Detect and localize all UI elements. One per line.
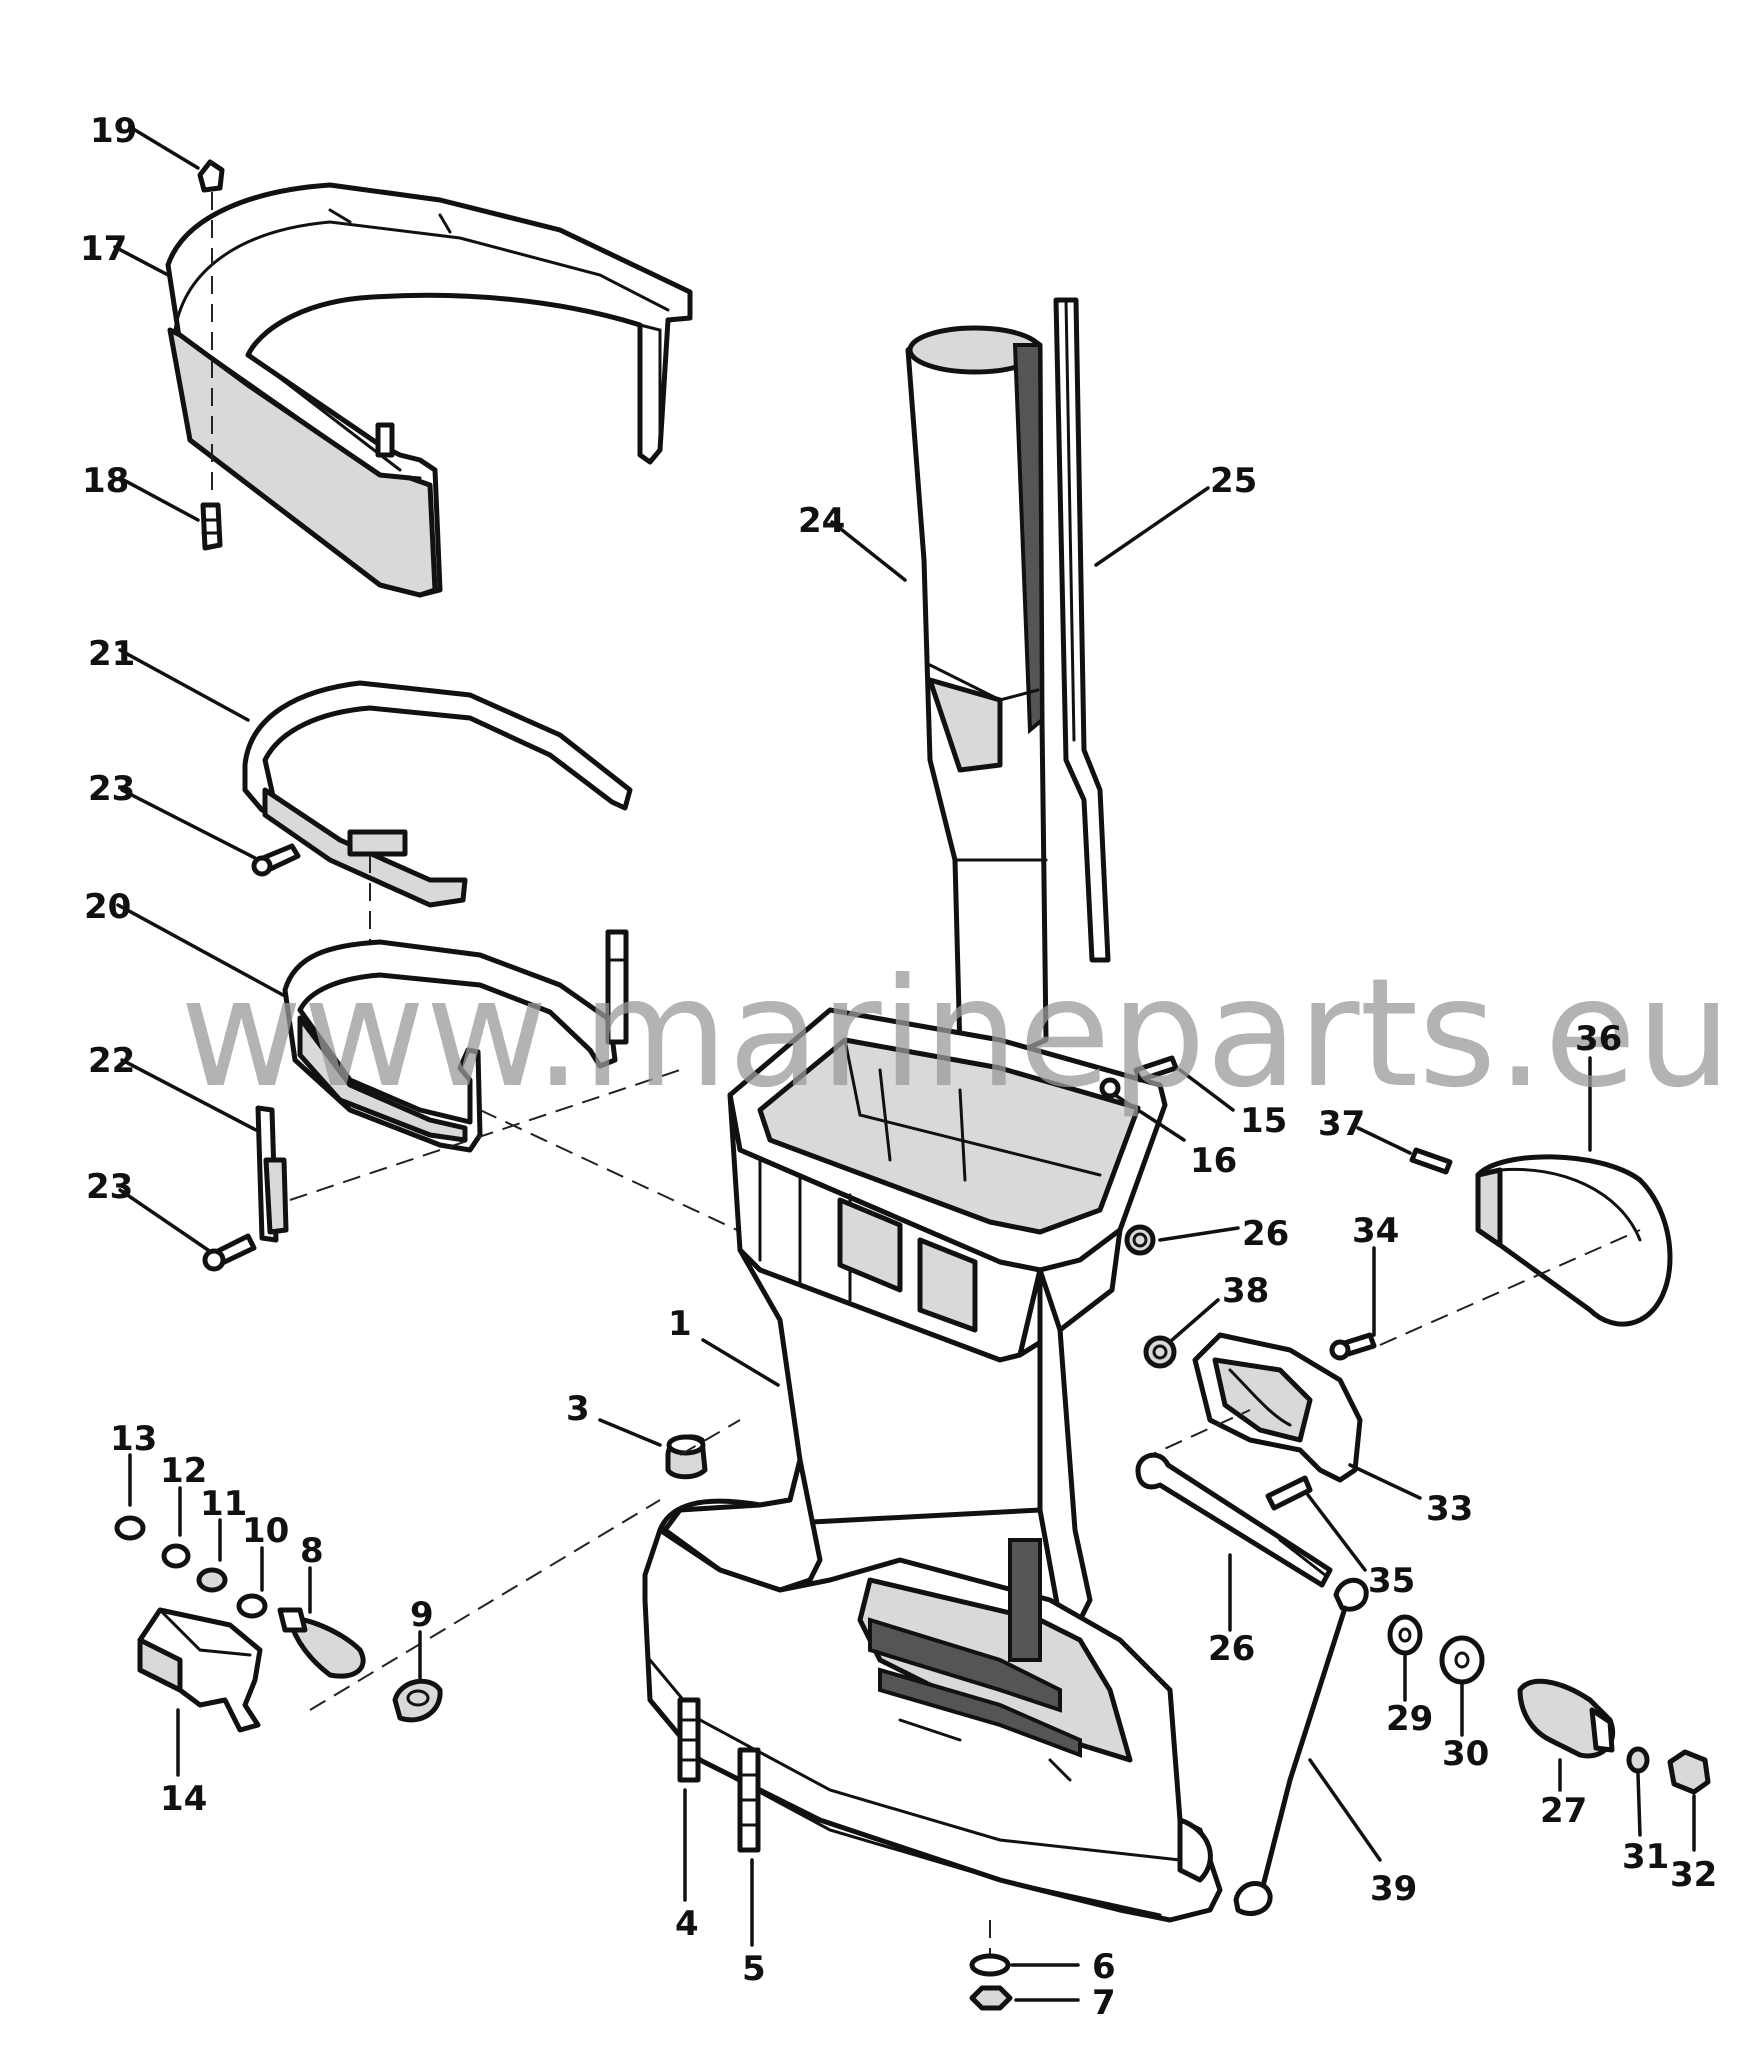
callout-37: 37	[1318, 1104, 1365, 1144]
part-25-water-tube	[1053, 297, 1111, 963]
callout-20: 20	[84, 887, 131, 927]
part-11-washer	[196, 1567, 228, 1593]
callout-24: 24	[798, 501, 845, 541]
part-32-nut	[1667, 1749, 1711, 1795]
part-35-bolt	[1265, 1475, 1313, 1511]
callout-16: 16	[1190, 1141, 1237, 1181]
part-7-nut	[969, 1985, 1013, 2011]
callout-6: 6	[1092, 1947, 1116, 1987]
part-26-nut-upper	[1124, 1224, 1156, 1256]
part-37-screw	[1409, 1147, 1453, 1175]
callout-23a: 23	[88, 769, 135, 809]
callout-23b: 23	[86, 1167, 133, 1207]
callout-10: 10	[242, 1511, 289, 1551]
callout-13: 13	[110, 1419, 157, 1459]
part-13-cap	[114, 1515, 146, 1541]
callout-30: 30	[1442, 1734, 1489, 1774]
callout-1: 1	[668, 1304, 692, 1344]
callout-14: 14	[160, 1779, 207, 1819]
part-30-washer	[1439, 1635, 1485, 1685]
callout-31: 31	[1622, 1837, 1669, 1877]
part-38-nut	[1143, 1335, 1177, 1369]
part-29-washer	[1387, 1614, 1423, 1656]
callout-29: 29	[1386, 1699, 1433, 1739]
part-4-stud	[677, 1697, 701, 1783]
part-8-plug	[277, 1607, 366, 1679]
part-12-washer	[161, 1543, 191, 1569]
callout-36: 36	[1575, 1019, 1622, 1059]
callout-labels: 19 17 18 21 23 20 22 23 24 25 15 16 36 3…	[80, 111, 1717, 2023]
callout-7: 7	[1092, 1983, 1116, 2023]
part-22-clip	[255, 1105, 289, 1243]
part-31-lockwasher	[1626, 1746, 1650, 1774]
part-34-screw	[1329, 1332, 1377, 1361]
part-36-cover	[1475, 1154, 1673, 1327]
callout-21: 21	[88, 634, 135, 674]
part-1-driveshaft-housing	[642, 1007, 1223, 1923]
callout-9: 9	[410, 1595, 434, 1635]
part-16-washer	[1099, 1077, 1121, 1099]
part-15-pin	[1133, 1055, 1179, 1083]
callout-35: 35	[1368, 1561, 1415, 1601]
callout-5: 5	[742, 1949, 766, 1989]
part-20-retainer	[282, 929, 629, 1153]
callout-34: 34	[1352, 1211, 1399, 1251]
part-17-top-apron	[165, 182, 693, 598]
callout-3: 3	[566, 1389, 590, 1429]
callout-27: 27	[1540, 1791, 1587, 1831]
watermark-text: www.marineparts.eu	[180, 947, 1732, 1121]
part-23-screw-upper	[251, 843, 301, 877]
callout-26b: 26	[1208, 1629, 1255, 1669]
callout-17: 17	[80, 229, 127, 269]
part-33-housing	[1192, 1332, 1363, 1483]
part-39-ground-strap	[1233, 1578, 1369, 1916]
part-18-screw	[200, 502, 223, 551]
callout-22: 22	[88, 1041, 135, 1081]
callout-12: 12	[160, 1451, 207, 1491]
callout-18: 18	[82, 461, 129, 501]
part-28-bolt	[1135, 1452, 1333, 1588]
callout-38: 38	[1222, 1271, 1269, 1311]
callout-15: 15	[1240, 1101, 1287, 1141]
part-6-washer	[969, 1953, 1011, 1977]
callout-32: 32	[1670, 1855, 1717, 1895]
part-24-exhaust-tube	[905, 325, 1049, 1063]
part-3-grommet	[665, 1434, 708, 1480]
callout-26a: 26	[1242, 1214, 1289, 1254]
part-19-screw	[197, 159, 225, 193]
callout-8: 8	[300, 1531, 324, 1571]
callout-25: 25	[1210, 461, 1257, 501]
part-21-seal-strip	[242, 680, 633, 908]
callout-39: 39	[1370, 1869, 1417, 1909]
callout-33: 33	[1426, 1489, 1473, 1529]
part-10-nut	[236, 1593, 268, 1619]
leader-lines	[113, 125, 1696, 2002]
callout-19: 19	[90, 111, 137, 151]
callout-4: 4	[675, 1904, 699, 1944]
part-5-stud	[737, 1747, 761, 1853]
part-27-anode	[1517, 1678, 1616, 1759]
part-14-bracket	[137, 1607, 263, 1733]
part-23-screw-lower	[202, 1233, 257, 1272]
part-9-grommet	[392, 1678, 443, 1723]
callout-11: 11	[200, 1484, 247, 1524]
